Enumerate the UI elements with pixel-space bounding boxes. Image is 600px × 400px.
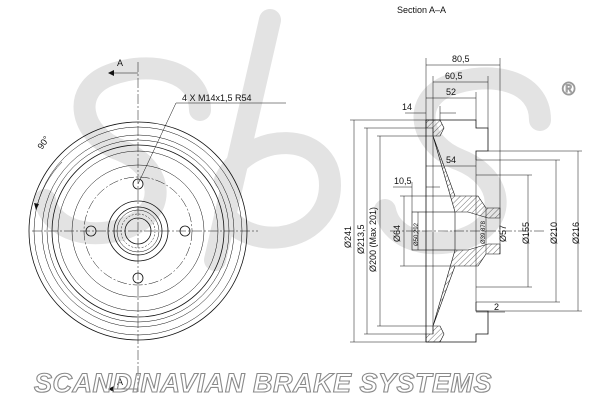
dim-54: 54: [446, 155, 456, 165]
bolt-circle: [83, 176, 193, 286]
bolt-callout-text: 4 X M14x1,5 R54: [182, 93, 252, 103]
dim-d57: Ø57: [498, 225, 508, 242]
hub-section-lower: [432, 243, 501, 327]
dim-80-5: 80,5: [452, 54, 470, 64]
dim-d216: Ø216: [571, 222, 581, 244]
registered-mark: ®: [562, 79, 575, 99]
dim-d39-878: Ø39,878: [481, 220, 487, 244]
outer-rim-circle: [28, 121, 248, 341]
hub-outer-circle: [107, 200, 169, 262]
front-view: 90° 4 X M14x1,5 R54 A A: [28, 58, 286, 392]
hub-bore: [411, 211, 456, 251]
dim-d64: Ø64: [392, 225, 402, 242]
dim-60-5: 60,5: [445, 71, 463, 81]
dim-52: 52: [446, 87, 456, 97]
dim-14: 14: [402, 102, 412, 112]
dim-d241: Ø241: [343, 226, 353, 248]
bolt-callout-leader: [137, 102, 177, 185]
dim-d50-292: Ø50,292: [414, 222, 420, 246]
vertical-dimensions: Ø241 Ø213,5 Ø200 (Max 201) Ø64 Ø50,292 Ø…: [343, 119, 582, 343]
section-title: Section A–A: [397, 5, 446, 15]
center-bore-circle: [124, 217, 152, 245]
section-marker-bottom: A: [117, 377, 123, 387]
dim-2: 2: [494, 302, 499, 312]
horizontal-dimensions: 80,5 60,5 52 14 54 10,5 2: [393, 54, 505, 313]
brand-text: SCANDINAVIAN BRAKE SYSTEMS: [34, 368, 492, 398]
bolt-hole: [132, 272, 144, 284]
section-view: Section A–A 80,5 60,5: [343, 5, 582, 343]
dim-d200: Ø200 (Max 201): [368, 207, 378, 272]
bolt-hole: [85, 225, 97, 237]
bolt-hole: [179, 225, 191, 237]
section-marker-top: A: [117, 58, 123, 68]
dim-d155: Ø155: [521, 222, 531, 244]
bolt-hole: [132, 178, 144, 190]
dim-10-5: 10,5: [394, 176, 412, 186]
dim-d213-5: Ø213,5: [356, 224, 366, 254]
angle-label: 90°: [35, 134, 51, 151]
dim-d210: Ø210: [549, 222, 559, 244]
